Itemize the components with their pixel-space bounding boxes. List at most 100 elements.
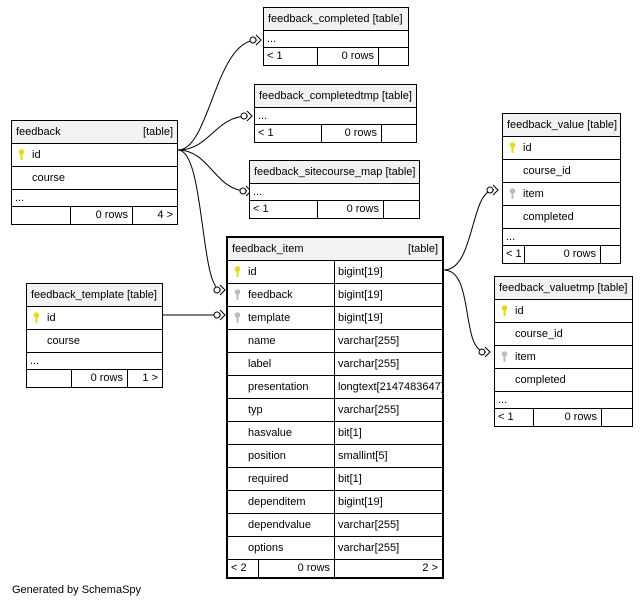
column-name: dependitem xyxy=(248,496,306,508)
fk-end-item-feedback xyxy=(213,286,221,294)
column-name: name xyxy=(248,335,276,347)
key-icon xyxy=(234,312,241,323)
more-columns: ... xyxy=(250,184,419,201)
column-type: bit[1] xyxy=(334,422,442,444)
key-icon xyxy=(18,149,25,160)
table-feedback-template[interactable]: feedback_template [table] id course ... … xyxy=(26,283,163,388)
column-row: dependvalue varchar[255] xyxy=(228,514,442,537)
table-feedback-sitecourse-map[interactable]: feedback_sitecourse_map [table] ... < 1 … xyxy=(249,160,420,219)
table-footer: < 1 0 rows xyxy=(250,201,419,218)
column-row: dependitem bigint[19] xyxy=(228,491,442,514)
column-row: name varchar[255] xyxy=(228,330,442,353)
column-type: bigint[19] xyxy=(334,284,442,306)
fk-end-sitecourse xyxy=(239,187,247,195)
fk-end-item-template xyxy=(213,311,221,319)
column-row: course_id xyxy=(503,160,620,183)
key-icon xyxy=(509,142,516,153)
column-type: varchar[255] xyxy=(334,353,442,375)
key-icon xyxy=(501,351,508,362)
column-type: bigint[19] xyxy=(334,491,442,513)
column-name: template xyxy=(248,312,291,324)
table-header: feedback_sitecourse_map [table] xyxy=(250,161,419,184)
table-footer: 0 rows 4 > xyxy=(12,207,177,224)
key-icon xyxy=(33,312,40,323)
key-icon xyxy=(501,305,508,316)
column-row: id xyxy=(12,144,177,167)
column-name: label xyxy=(248,358,272,370)
table-header: feedback_valuetmp [table] xyxy=(495,277,632,300)
table-header: feedback[table] xyxy=(12,121,177,144)
column-name: dependvalue xyxy=(248,519,312,531)
column-row: item xyxy=(503,183,620,206)
column-row: typ varchar[255] xyxy=(228,399,442,422)
column-name: position xyxy=(248,450,286,462)
table-feedback-completedtmp[interactable]: feedback_completedtmp [table] ... < 1 0 … xyxy=(254,84,417,143)
column-type: longtext[2147483647] xyxy=(334,376,444,398)
column-row: required bit[1] xyxy=(228,468,442,491)
generated-by-label: Generated by SchemaSpy xyxy=(12,584,142,596)
key-icon xyxy=(509,188,516,199)
column-type: bigint[19] xyxy=(334,307,442,329)
column-name: presentation xyxy=(248,381,309,393)
column-name: options xyxy=(248,542,284,554)
fk-end-completed xyxy=(249,36,257,44)
link-feedback-item xyxy=(177,149,222,291)
table-feedback-value[interactable]: feedback_value [table] id course_id item… xyxy=(502,113,621,264)
key-icon xyxy=(234,289,241,300)
column-name: id xyxy=(248,266,257,278)
more-columns: ... xyxy=(27,353,162,370)
column-row: id xyxy=(503,137,620,160)
column-type: bit[1] xyxy=(334,468,442,490)
column-type: varchar[255] xyxy=(334,537,442,559)
column-row: completed xyxy=(503,206,620,229)
column-row: position smallint[5] xyxy=(228,445,442,468)
column-name: required xyxy=(248,473,289,485)
table-footer: < 1 0 rows xyxy=(255,125,416,142)
table-footer: < 1 0 rows xyxy=(264,48,408,65)
column-name: typ xyxy=(248,404,263,416)
key-icon xyxy=(234,266,241,277)
column-row: presentation longtext[2147483647] xyxy=(228,376,444,399)
column-name: feedback xyxy=(248,289,293,301)
fk-end-completedtmp xyxy=(240,112,248,120)
table-feedback[interactable]: feedback[table] id course ... 0 rows 4 > xyxy=(11,120,178,225)
column-row: template bigint[19] xyxy=(228,307,442,330)
table-feedback-completed[interactable]: feedback_completed [table] ... < 1 0 row… xyxy=(263,7,409,66)
fk-end-valuetmp xyxy=(478,348,486,356)
more-columns: ... xyxy=(255,108,416,125)
table-footer: < 1 0 rows xyxy=(503,246,620,263)
column-row: options varchar[255] xyxy=(228,537,442,559)
column-type: varchar[255] xyxy=(334,514,442,536)
column-row: course xyxy=(12,167,177,190)
column-row: item xyxy=(495,346,632,369)
column-row: course xyxy=(27,330,162,353)
column-row: feedback bigint[19] xyxy=(228,284,442,307)
table-header: feedback_completedtmp [table] xyxy=(255,85,416,108)
table-header: feedback_completed [table] xyxy=(264,8,408,31)
more-columns: ... xyxy=(495,392,632,409)
column-row: label varchar[255] xyxy=(228,353,442,376)
column-row: id xyxy=(27,307,162,330)
more-columns: ... xyxy=(503,229,620,246)
table-feedback-valuetmp[interactable]: feedback_valuetmp [table] id course_id i… xyxy=(494,276,633,427)
column-row: id xyxy=(495,300,632,323)
column-type: varchar[255] xyxy=(334,399,442,421)
table-footer: 0 rows 1 > xyxy=(27,370,162,387)
table-footer: < 2 0 rows 2 > xyxy=(228,559,442,577)
table-header: feedback_item[table] xyxy=(228,238,442,261)
more-columns: ... xyxy=(264,31,408,48)
column-type: varchar[255] xyxy=(334,330,442,352)
column-row: course_id xyxy=(495,323,632,346)
table-footer: < 1 0 rows xyxy=(495,409,632,426)
fk-end-value xyxy=(486,186,494,194)
column-type: smallint[5] xyxy=(334,445,442,467)
column-row: completed xyxy=(495,369,632,392)
link-feedback-completed xyxy=(177,39,258,151)
link-feedback-sitecourse xyxy=(177,149,248,192)
table-header: feedback_value [table] xyxy=(503,114,620,137)
table-header: feedback_template [table] xyxy=(27,284,162,307)
